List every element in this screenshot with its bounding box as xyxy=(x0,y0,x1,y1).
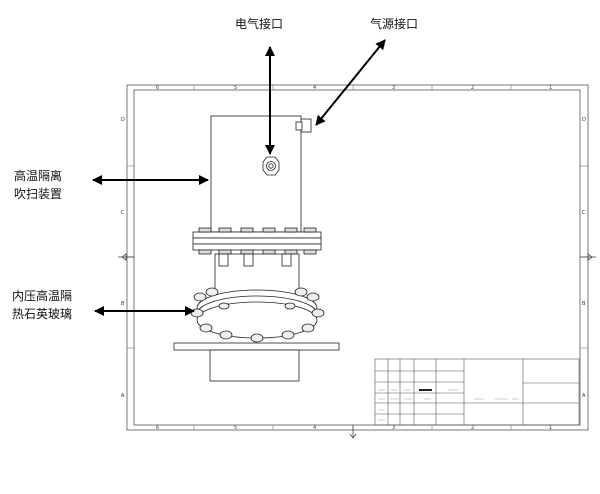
callout-arrows xyxy=(92,39,386,316)
col-label-3: 3 xyxy=(392,85,395,91)
row-label-b: B xyxy=(582,301,586,307)
column-labels-bottom: 6 5 4 3 2 1 xyxy=(156,425,552,431)
drawing-frame xyxy=(126,84,589,431)
row-label-d: D xyxy=(582,117,586,123)
col-label-4: 4 xyxy=(313,425,316,431)
row-label-b: B xyxy=(121,301,125,307)
col-label-5: 5 xyxy=(234,425,237,431)
quartz-glass-label-line2: 热石英玻璃 xyxy=(12,307,73,321)
upper-flange xyxy=(192,227,322,255)
gas-port-label: 气源接口 xyxy=(370,17,419,31)
column-labels-top: 6 5 4 3 2 1 xyxy=(156,85,552,91)
col-label-5: 5 xyxy=(234,85,237,91)
row-label-c: C xyxy=(121,210,125,216)
row-label-c: C xyxy=(582,210,586,216)
electrical-port-label: 电气接口 xyxy=(235,17,284,31)
col-label-2: 2 xyxy=(471,425,474,431)
col-label-1: 1 xyxy=(549,425,552,431)
zone-ticks xyxy=(127,85,588,430)
centering-marks xyxy=(118,253,596,439)
purge-device-label-line2: 吹扫装置 xyxy=(14,187,63,201)
row-labels-left: D C B A xyxy=(121,117,125,399)
purge-device-housing xyxy=(210,115,312,233)
quartz-glass-label-line1: 内压高温隔 xyxy=(12,289,73,303)
col-label-4: 4 xyxy=(313,85,316,91)
col-label-3: 3 xyxy=(392,425,395,431)
purge-device-label: 高温隔离 吹扫装置 xyxy=(14,167,62,203)
title-block xyxy=(374,358,580,426)
lower-flange xyxy=(190,287,325,343)
purge-device-label-line1: 高温隔离 xyxy=(14,169,63,183)
col-label-1: 1 xyxy=(549,85,552,91)
gas-port-arrow xyxy=(315,39,386,126)
col-label-2: 2 xyxy=(471,85,474,91)
electrical-connector xyxy=(262,156,280,176)
lower-body xyxy=(209,349,300,382)
quartz-glass-label: 内压高温隔 热石英玻璃 xyxy=(12,287,72,323)
row-label-d: D xyxy=(121,117,125,123)
col-label-6: 6 xyxy=(156,425,159,431)
col-label-6: 6 xyxy=(156,85,159,91)
row-label-a: A xyxy=(582,393,586,399)
row-label-a: A xyxy=(121,393,125,399)
base-plate xyxy=(173,342,340,351)
row-labels-right: D C B A xyxy=(582,117,586,399)
